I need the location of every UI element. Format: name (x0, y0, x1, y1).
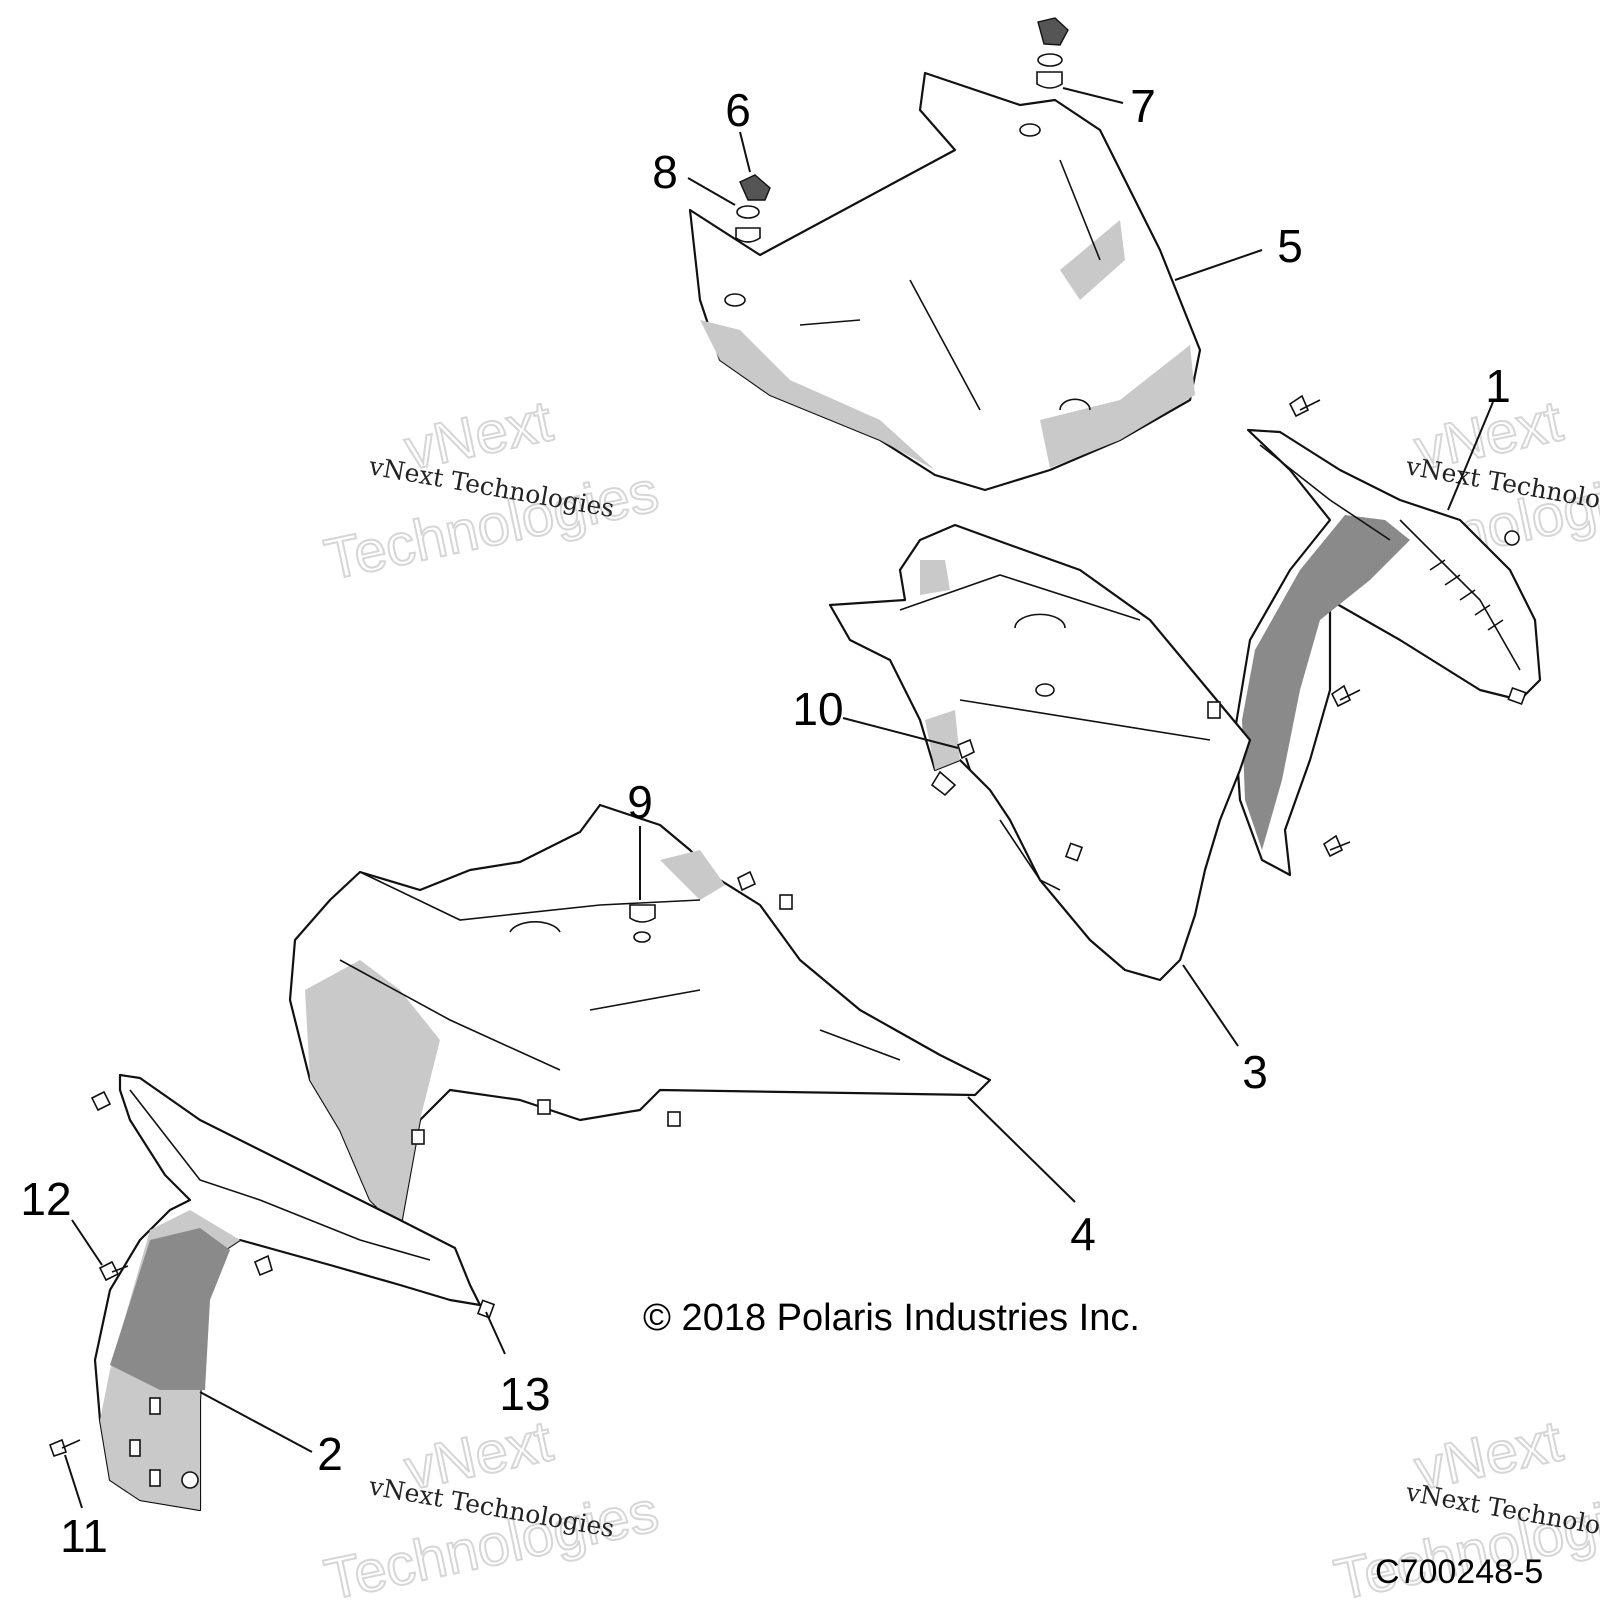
hardware-part-1 (1288, 394, 1520, 858)
hardware-7 (1036, 17, 1069, 89)
callout-13: 13 (499, 1368, 550, 1420)
leader-7 (1062, 87, 1124, 104)
callout-3: 3 (1242, 1046, 1268, 1098)
leader-13 (485, 1311, 506, 1355)
watermark-bottom-left: Technologies vNext vNext Technologies (318, 1407, 665, 1600)
callout-8: 8 (652, 146, 678, 198)
watermark-top-left: Technologies vNext vNext Technologies (318, 387, 665, 593)
callout-10: 10 (792, 683, 843, 735)
hardware-10 (957, 738, 975, 771)
leader-3 (1182, 964, 1239, 1047)
copyright-text: © 2018 Polaris Industries Inc. (643, 1297, 1140, 1339)
part-3-inner-panel (828, 523, 1252, 982)
leader-8 (687, 177, 736, 206)
callout-7: 7 (1130, 80, 1156, 132)
leader-5 (1174, 249, 1263, 281)
callout-9: 9 (627, 776, 653, 828)
leader-6 (739, 131, 751, 173)
leader-10 (842, 717, 959, 749)
callout-11: 11 (60, 1510, 108, 1562)
leader-1 (1447, 401, 1494, 511)
part-4-body-panel (288, 803, 992, 1232)
callout-2: 2 (317, 1428, 343, 1480)
callout-6: 6 (725, 84, 751, 136)
callout-numbers: 1 2 3 4 5 6 7 8 9 10 11 12 13 (20, 80, 1510, 1562)
callout-5: 5 (1277, 220, 1303, 272)
part-1-side-panel (1233, 428, 1542, 877)
hardware-6-8 (735, 174, 771, 243)
hardware-11-12 (48, 1090, 129, 1458)
callout-1: 1 (1485, 360, 1511, 412)
part-2-side-panel (93, 1073, 496, 1512)
leader-lines (64, 87, 1494, 1509)
leader-4 (967, 1096, 1076, 1203)
drawing-code: C700248-5 (1375, 1553, 1543, 1591)
callout-12: 12 (20, 1173, 71, 1225)
leader-2 (199, 1391, 313, 1453)
part-5-hood (688, 71, 1202, 492)
leader-12 (71, 1219, 103, 1266)
callout-4: 4 (1070, 1208, 1096, 1260)
leader-11 (64, 1454, 83, 1509)
